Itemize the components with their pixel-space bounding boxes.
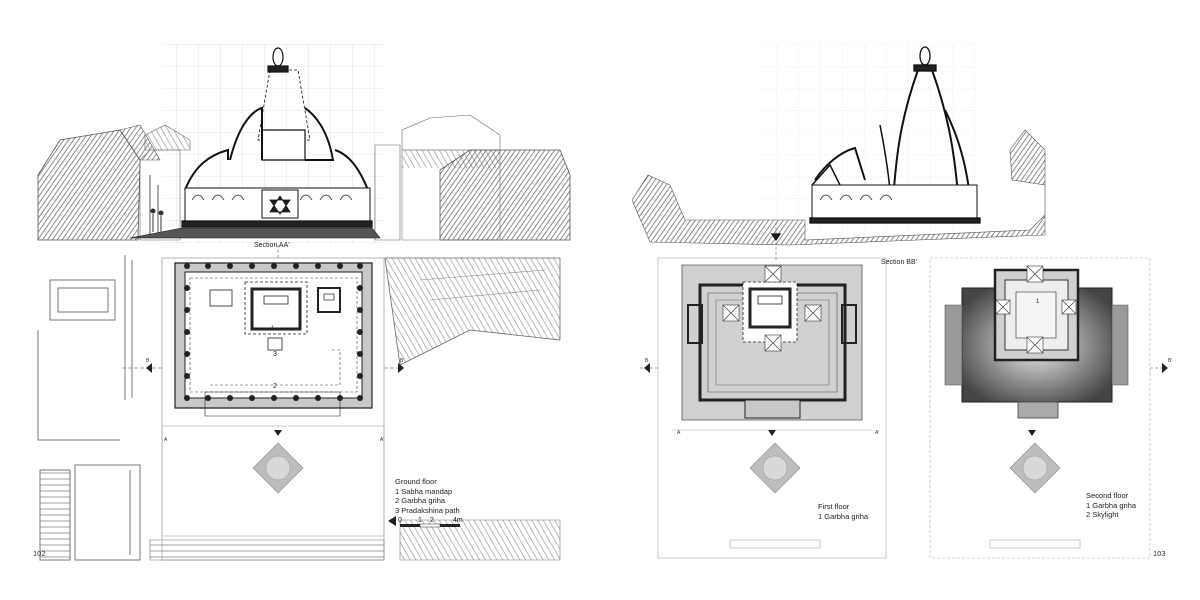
left-page: Section AA' 1 2 3 B B' A A' Ground floor… bbox=[33, 44, 571, 561]
section-mark-a-prime: A' bbox=[380, 437, 385, 443]
room-number-1-second-floor: 1 bbox=[1036, 299, 1040, 305]
section-mark-b: B bbox=[146, 358, 150, 364]
first-floor-legend: First floor 1 Garbha griha bbox=[818, 502, 868, 521]
legend-title: Ground floor bbox=[395, 477, 437, 486]
second-floor-legend: Second floor 1 Garbha griha 2 Skylight bbox=[1086, 491, 1136, 520]
left-edge-sketches bbox=[37, 255, 141, 561]
section-mark-a-prime-right: A' bbox=[875, 430, 880, 436]
scale-tick-1: 1 bbox=[418, 517, 422, 524]
room-number-3: 3 bbox=[273, 351, 277, 358]
second-floor-title: Second floor bbox=[1086, 491, 1129, 500]
shrine-section-bb bbox=[770, 46, 981, 262]
section-mark-a-right: A bbox=[677, 430, 681, 436]
right-page: Section BB' 1 B B' A A' First floor 1 Ga… bbox=[600, 0, 1200, 600]
section-bb-label: Section BB' bbox=[881, 259, 917, 266]
room-number-2: 2 bbox=[273, 383, 277, 390]
legend-item-2: 2 Garbha griha bbox=[395, 496, 446, 505]
section-mark-b-right: B bbox=[645, 358, 649, 364]
shrine-section-aa bbox=[129, 47, 381, 239]
left-drawing bbox=[37, 44, 571, 561]
legend-item-1: 1 Sabha mandap bbox=[395, 486, 453, 496]
right-neighbour-buildings bbox=[374, 114, 571, 241]
page-number-left: 102 bbox=[33, 549, 46, 558]
section-mark-b-prime-right: B' bbox=[1168, 358, 1173, 364]
scale-tick-2: 2 bbox=[430, 517, 434, 524]
scale-bar bbox=[388, 516, 460, 528]
section-mark-b-prime: B' bbox=[400, 358, 405, 364]
left-neighbour-buildings bbox=[37, 124, 191, 241]
second-floor-item-1: 1 Garbha griha bbox=[1086, 500, 1137, 510]
human-figures bbox=[150, 208, 164, 232]
second-floor-item-2: 2 Skylight bbox=[1086, 510, 1119, 519]
neighbour-roof-plan bbox=[384, 257, 561, 561]
first-floor-plan bbox=[640, 257, 887, 559]
scale-tick-4m: 4m bbox=[453, 517, 463, 524]
right-drawing bbox=[631, 44, 1168, 559]
section-aa-label: Section AA' bbox=[254, 242, 290, 249]
ground-floor-legend: Ground floor 1 Sabha mandap 2 Garbha gri… bbox=[395, 477, 460, 515]
second-floor-plan bbox=[929, 257, 1168, 559]
terrain-silhouette bbox=[631, 129, 1046, 246]
first-floor-item-1: 1 Garbha griha bbox=[818, 511, 869, 521]
legend-item-3: 3 Pradakshina path bbox=[395, 505, 460, 515]
section-mark-a: A bbox=[164, 437, 168, 443]
scale-tick-0: 0 bbox=[398, 517, 402, 524]
page-number-right: 103 bbox=[1153, 549, 1166, 558]
first-floor-title: First floor bbox=[818, 502, 850, 511]
room-number-1: 1 bbox=[271, 326, 275, 332]
ground-floor-plan bbox=[120, 245, 404, 561]
